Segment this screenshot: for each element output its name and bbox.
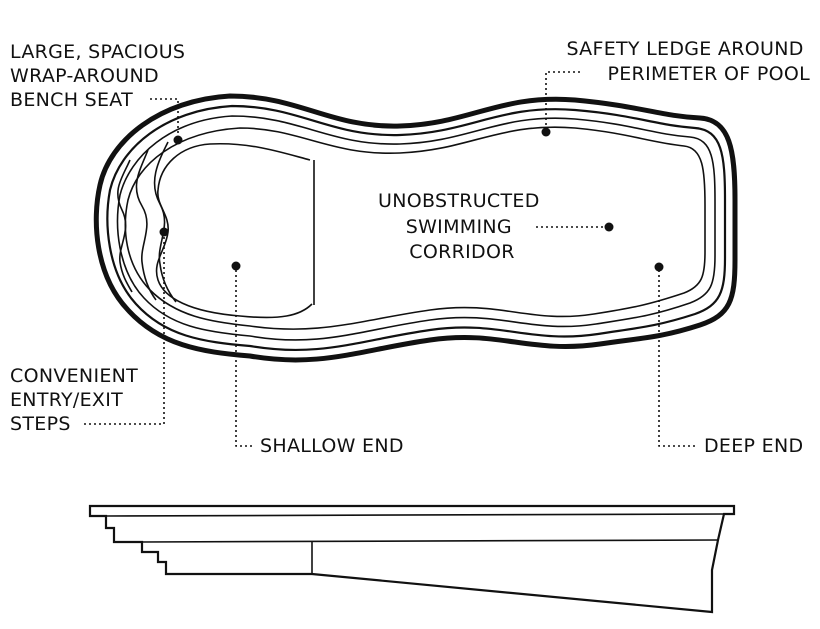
bench-seat-edge: [155, 142, 313, 319]
leader-safety-ledge: [545, 71, 580, 130]
callout-deep-end: [654, 262, 696, 447]
pool-profile-view: [88, 504, 736, 614]
pool-outer-rim: [93, 93, 738, 363]
marker-deep-end: [654, 262, 664, 272]
label-entry-steps-line-3: STEPS: [10, 413, 71, 435]
pool-profile-outline: [88, 504, 736, 614]
label-entry-steps-line-1: CONVENIENT: [10, 365, 138, 387]
label-swimming-corridor: UNOBSTRUCTED SWIMMING CORRIDOR: [378, 190, 546, 263]
profile-shallow-floor-line: [141, 539, 719, 543]
pool-inner-rim: [106, 104, 727, 352]
profile-top-inner-line: [105, 513, 725, 517]
label-safety-ledge-line-1: SAFETY LEDGE AROUND: [566, 38, 803, 60]
marker-swimming-corridor: [604, 222, 614, 232]
label-safety-ledge-line-2: PERIMETER OF POOL: [608, 63, 811, 85]
entry-step-1: [117, 159, 133, 293]
label-safety-ledge: SAFETY LEDGE AROUND PERIMETER OF POOL: [566, 38, 810, 85]
marker-entry-steps: [159, 227, 169, 237]
label-deep-end: DEEP END: [704, 435, 803, 457]
callout-entry-steps: [84, 227, 169, 425]
leader-shallow-end: [235, 270, 252, 447]
pool-floor-outline: [124, 126, 706, 330]
safety-ledge-line: [116, 115, 716, 341]
leader-entry-steps: [84, 235, 165, 425]
label-swimming-corridor-line-2: SWIMMING: [406, 216, 512, 238]
label-swimming-corridor-line-3: CORRIDOR: [409, 241, 514, 263]
marker-bench-seat: [173, 135, 183, 145]
callout-bench-seat: [150, 98, 183, 145]
label-entry-steps: CONVENIENT ENTRY/EXIT STEPS: [10, 365, 144, 435]
callout-shallow-end: [231, 261, 252, 447]
label-entry-steps-line-2: ENTRY/EXIT: [10, 389, 123, 411]
label-bench-seat: LARGE, SPACIOUS WRAP-AROUND BENCH SEAT: [10, 41, 192, 111]
label-swimming-corridor-line-1: UNOBSTRUCTED: [378, 190, 540, 212]
leader-deep-end: [658, 270, 696, 447]
label-shallow-end: SHALLOW END: [260, 435, 404, 457]
callout-safety-ledge: [541, 71, 580, 137]
callout-swimming-corridor: [536, 222, 614, 232]
marker-safety-ledge: [541, 127, 551, 137]
label-bench-seat-line-1: LARGE, SPACIOUS: [10, 41, 185, 63]
label-bench-seat-line-3: BENCH SEAT: [10, 89, 133, 111]
entry-step-2: [135, 149, 157, 301]
label-bench-seat-line-2: WRAP-AROUND: [10, 65, 159, 87]
marker-shallow-end: [231, 261, 241, 271]
